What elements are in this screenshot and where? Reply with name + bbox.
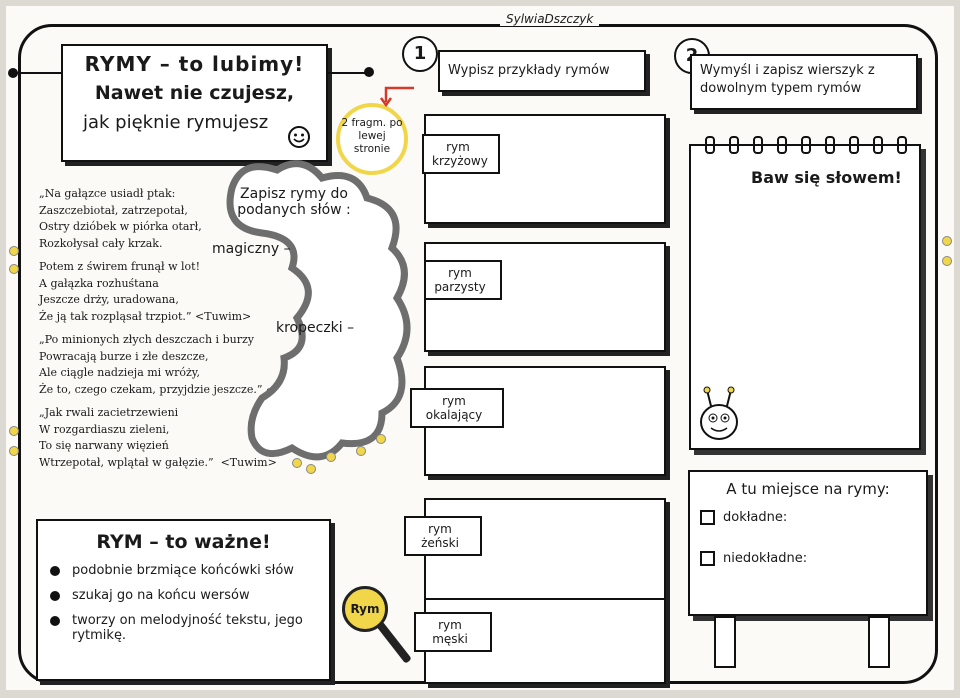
rhyme-type-label: rym okalający <box>410 388 504 428</box>
yellow-dot <box>9 426 19 436</box>
notebook-ring <box>873 136 883 154</box>
notebook-ring <box>825 136 835 154</box>
board-leg <box>714 616 736 668</box>
smiley-icon <box>288 126 310 148</box>
bullet-dot <box>364 67 374 77</box>
poem-stanza: „Na gałązce usiadł ptak: Zaszczebiotał, … <box>39 187 202 250</box>
yellow-dot <box>306 464 316 474</box>
board-row-inexact[interactable]: niedokładne: <box>700 551 916 566</box>
thought-cloud <box>226 160 411 461</box>
poem-stanza: „Jak rwali zacietrzewieni W rozgardiaszu… <box>39 406 277 469</box>
rhyme-type-label: rym parzysty <box>424 260 502 300</box>
rhyme-type-label: rym żeński <box>404 516 482 556</box>
checkbox[interactable] <box>700 510 715 525</box>
yellow-dot <box>292 458 302 468</box>
task-2-instruction: Wymyśl i zapisz wierszyk z dowolnym type… <box>690 54 918 110</box>
notebook-ring <box>777 136 787 154</box>
yellow-dot <box>942 256 952 266</box>
notebook-writing-area[interactable]: Baw się słowem! <box>689 136 921 450</box>
board-item-label: niedokładne: <box>723 551 808 566</box>
yellow-dot <box>356 446 366 456</box>
board-title: A tu miejsce na rymy: <box>726 480 890 498</box>
notebook-ring <box>705 136 715 154</box>
notebook-ring <box>753 136 763 154</box>
checkbox[interactable] <box>700 551 715 566</box>
notebook-title: Baw się słowem! <box>751 168 902 187</box>
bullet-dot <box>8 68 18 78</box>
yellow-dot <box>376 434 386 444</box>
notebook-ring <box>801 136 811 154</box>
rym-info-box: RYM – to ważne! podobnie brzmiące końców… <box>36 519 331 681</box>
board-leg <box>868 616 890 668</box>
yellow-dot <box>326 452 336 462</box>
rhyme-type-label: rym męski <box>414 612 492 652</box>
connector-line <box>16 72 62 74</box>
cloud-word-1: magiczny – <box>212 241 291 257</box>
list-item: podobnie brzmiące końcówki słów <box>50 563 317 578</box>
yellow-dot <box>9 246 19 256</box>
board-item-label: dokładne: <box>723 510 788 525</box>
task-1-instruction: Wypisz przykłady rymów <box>438 50 646 92</box>
yellow-dot <box>9 446 19 456</box>
title-line-3: jak pięknie rymujesz <box>83 112 269 133</box>
worksheet: SylwiaDszczyk RYMY – to lubimy! Nawet ni… <box>6 6 954 690</box>
yellow-dot <box>942 236 952 246</box>
connector-line <box>328 72 368 74</box>
title-line-1: RYMY – to lubimy! <box>84 52 305 76</box>
list-item: tworzy on melodyjność tekstu, jego rytmi… <box>50 613 317 643</box>
board-row-exact[interactable]: dokładne: <box>700 510 916 525</box>
snail-icon <box>700 386 738 440</box>
cloud-word-2: kropeczki – <box>276 320 355 336</box>
notebook-ring <box>849 136 859 154</box>
magnifier-icon: Rym <box>342 586 388 632</box>
rhyme-board: A tu miejsce na rymy: dokładne: niedokła… <box>688 470 928 616</box>
rym-info-list: podobnie brzmiące końcówki słów szukaj g… <box>50 563 317 643</box>
rhyme-type-label: rym krzyżowy <box>422 134 500 174</box>
poem-stanza: Potem z świrem frunął w lot! A gałązka r… <box>39 260 252 323</box>
rym-info-title: RYM – to ważne! <box>96 531 271 553</box>
list-item: szukaj go na końcu wersów <box>50 588 317 603</box>
yellow-dot <box>9 264 19 274</box>
notebook-ring <box>897 136 907 154</box>
author-signature: SylwiaDszczyk <box>500 12 600 26</box>
task-number-1: 1 <box>402 36 438 72</box>
notebook-ring <box>729 136 739 154</box>
title-box: RYMY – to lubimy! Nawet nie czujesz, jak… <box>61 44 328 162</box>
title-line-2: Nawet nie czujesz, <box>94 82 295 104</box>
side-note: 2 fragm. po lewej stronie <box>336 103 408 175</box>
poems: „Na gałązce usiadł ptak: Zaszczebiotał, … <box>39 186 311 478</box>
arrow-icon <box>379 86 414 108</box>
cloud-instruction: Zapisz rymy do podanych słów : <box>237 186 351 218</box>
